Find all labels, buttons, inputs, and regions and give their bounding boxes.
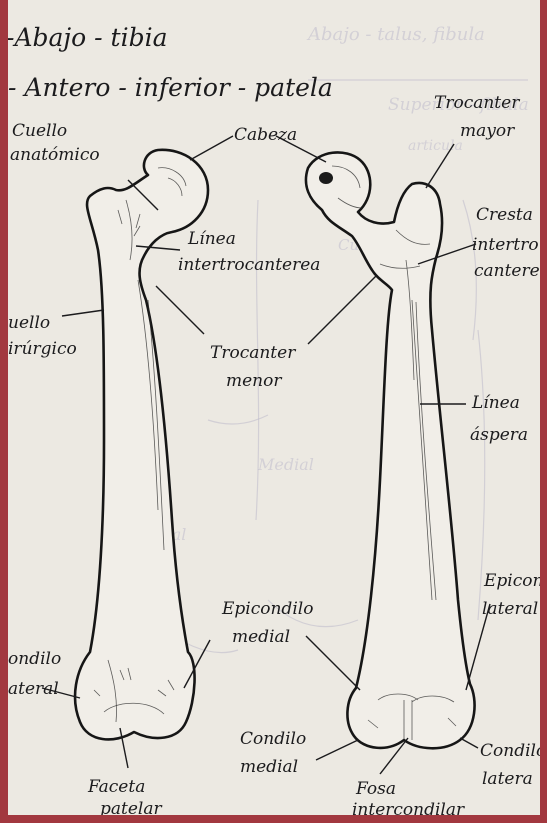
label-faceta-1: Faceta	[87, 777, 145, 797]
label-epicondilo-lateral-2: lateral	[482, 599, 538, 619]
label-fosa-2: intercondilar	[352, 800, 465, 815]
label-condilo-lateral-left-1: ondilo	[8, 649, 61, 669]
label-trocanter-mayor-2: mayor	[460, 121, 515, 141]
femur-diagram: Abajo - talus, fibula Superior - fibula …	[8, 0, 540, 815]
label-cuello-quirurgico-1: uello	[8, 313, 50, 333]
label-cuello-anatomico-2: anatómico	[10, 145, 100, 165]
bleed-through: Abajo - talus, fibula Superior - fibula …	[127, 24, 529, 653]
femur-posterior-outline	[306, 152, 475, 748]
label-linea-aspera-1: Línea	[471, 393, 520, 413]
label-cresta-1: Cresta	[476, 205, 533, 225]
label-condilo-medial-2: medial	[240, 757, 298, 777]
label-condilo-lateral-right-2: latera	[482, 769, 533, 789]
label-condilo-medial-1: Condilo	[240, 729, 306, 749]
label-cuello-anatomico-1: Cuello	[12, 121, 67, 141]
bleed-text-3: articula	[408, 138, 463, 154]
label-cuello-quirurgico-2: irúrgico	[8, 339, 77, 359]
label-condilo-lateral-right-1: Condilo	[480, 741, 540, 761]
femur-posterior	[306, 152, 475, 748]
label-epicondilo-lateral-1: Epicond	[483, 571, 540, 591]
label-trocanter-mayor-1: Trocanter	[434, 93, 520, 113]
label-trocanter-menor-2: menor	[226, 371, 282, 391]
bleed-text-1: Abajo - talus, fibula	[306, 24, 485, 45]
label-condilo-lateral-left-2: ateral	[8, 679, 59, 699]
bleed-text-4: Medial	[257, 455, 314, 474]
notebook-page: Abajo - talus, fibula Superior - fibula …	[8, 0, 540, 815]
label-fosa-1: Fosa	[355, 779, 396, 799]
label-linea-intertro-1: Línea	[187, 229, 236, 249]
label-cresta-2: intertro	[472, 235, 539, 255]
fovea-mark	[319, 172, 333, 184]
header-line-1: -Abajo - tibia	[8, 23, 168, 52]
label-trocanter-menor-1: Trocanter	[210, 343, 296, 363]
label-cabeza: Cabeza	[234, 125, 297, 145]
header-line-2: - Antero - inferior - patela	[8, 73, 333, 102]
label-linea-aspera-2: áspera	[470, 425, 528, 445]
label-epicondilo-medial-2: medial	[232, 627, 290, 647]
label-faceta-2: patelar	[100, 799, 162, 815]
label-linea-intertro-2: intertrocanterea	[178, 255, 320, 275]
label-epicondilo-medial-1: Epicondilo	[221, 599, 313, 619]
label-cresta-3: canterea	[474, 261, 540, 281]
